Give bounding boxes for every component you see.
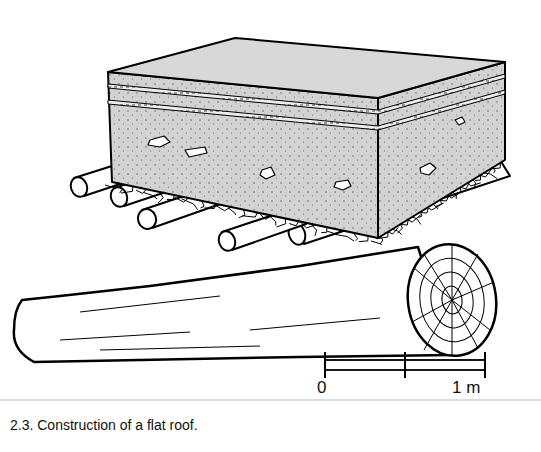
earth-block — [108, 38, 505, 238]
brushwood-stroke — [105, 185, 116, 189]
scale-length: 1 m — [452, 378, 480, 397]
scale-zero: 0 — [317, 378, 326, 397]
scale-bar — [325, 352, 485, 378]
brushwood-stroke — [334, 234, 354, 241]
brushwood-stroke — [228, 208, 235, 215]
brushwood-stroke — [143, 192, 157, 199]
main-beam — [14, 238, 504, 362]
figure-caption: 2.3. Construction of a flat roof. — [10, 417, 198, 433]
frame-rule — [0, 400, 541, 401]
brushwood-stroke — [371, 241, 382, 245]
